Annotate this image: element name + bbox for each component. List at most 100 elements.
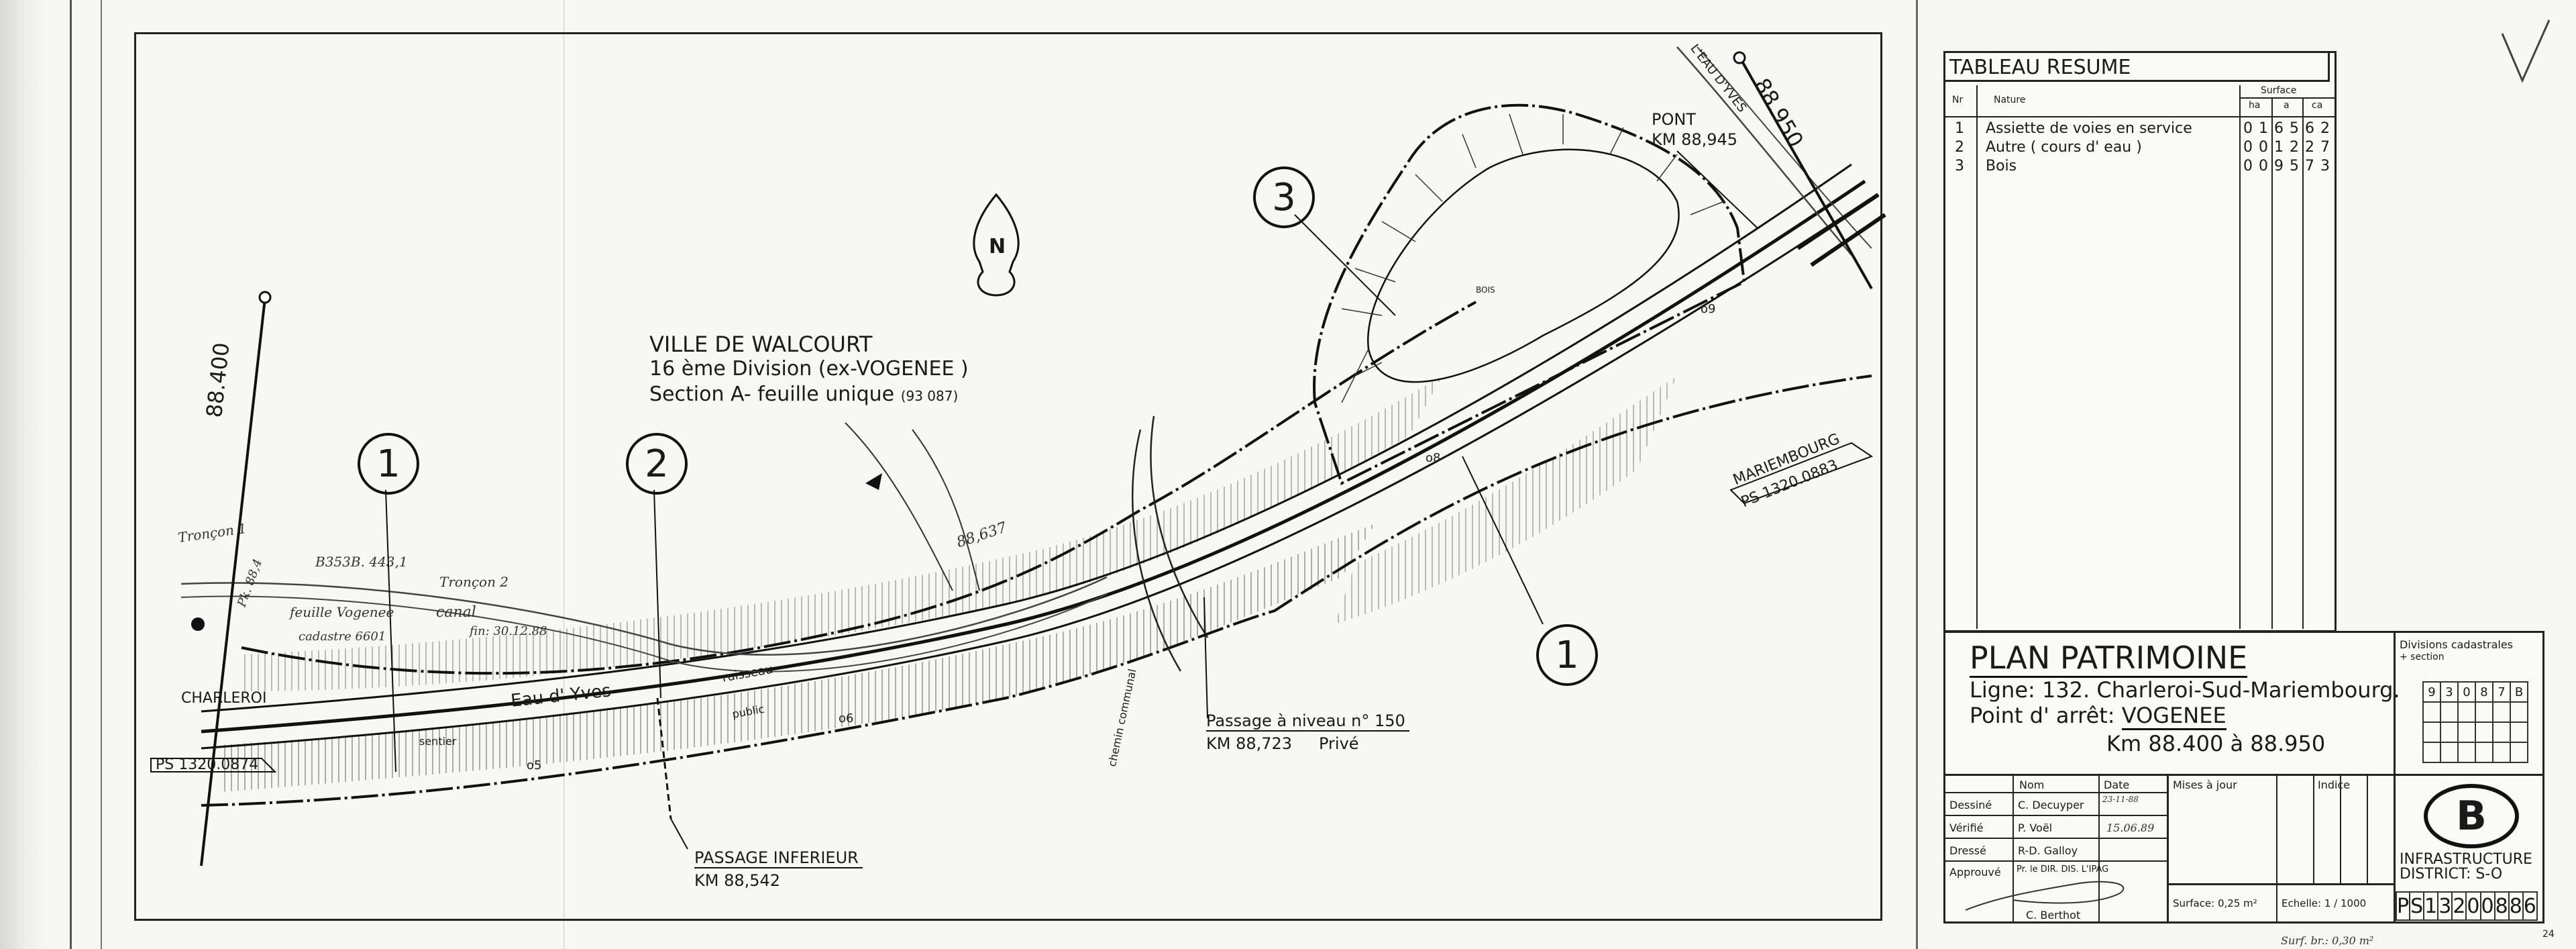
sig-col1 xyxy=(2012,776,2014,921)
cartouche-title-area: PLAN PATRIMOINE Ligne: 132. Charleroi-Su… xyxy=(1945,633,2400,776)
ps-right-arrow xyxy=(1729,442,1874,505)
ps-left-arrow xyxy=(150,758,277,772)
stream-eau-dyves-east-2 xyxy=(1697,46,1872,249)
digit: 0 xyxy=(2243,120,2259,137)
level-crossing-prive: Privé xyxy=(1319,734,1359,753)
town-name: VILLE DE WALCOURT xyxy=(649,332,873,357)
hw-canal: canal xyxy=(436,604,476,621)
leader-3 xyxy=(1294,214,1396,316)
hw-feuille: feuille Vogenee xyxy=(290,604,394,620)
upd-col1 xyxy=(2276,776,2277,883)
embankment-hatch-north xyxy=(241,376,1442,691)
plan-ligne: Ligne: 132. Charleroi-Sud-Mariembourg. xyxy=(1970,677,2400,703)
o6-label: o6 xyxy=(839,711,854,726)
infra-label: INFRASTRUCTURE xyxy=(2400,851,2532,868)
sig-role: Vérifié xyxy=(1949,821,1984,834)
divisions-label: Divisions cadastrales xyxy=(2400,638,2513,651)
tableau-row-2: 2 Autre ( cours d' eau ) 001227 xyxy=(1945,139,2334,158)
underpass-leader xyxy=(670,818,688,850)
row-nr: 2 xyxy=(1955,139,1964,156)
digit: 2 xyxy=(2320,120,2336,137)
bois-label: BOIS xyxy=(1476,285,1495,295)
infra-area: B INFRASTRUCTURE DISTRICT: S-O P S 1 3 2… xyxy=(2395,776,2542,921)
division-digit: B xyxy=(2510,681,2528,703)
row-nature: Autre ( cours d' eau ) xyxy=(1986,139,2142,156)
division-digit: 0 xyxy=(2457,681,2476,703)
nom-header: Nom xyxy=(2019,779,2045,791)
digit: 5 xyxy=(2290,158,2305,174)
col-ca: ca xyxy=(2312,100,2323,111)
parcel-marker-2: 2 xyxy=(626,433,688,495)
sheet-number: 24 xyxy=(2542,929,2555,940)
digit: 6 xyxy=(2305,120,2320,137)
surface-value: Surface: 0,25 m² xyxy=(2173,897,2257,909)
tableau-row-3: 3 Bois 009573 xyxy=(1945,158,2334,177)
woods-outer xyxy=(1313,103,1746,485)
division-digit: 3 xyxy=(2440,681,2459,703)
ps-digit: 8 xyxy=(2508,891,2524,921)
division-digit: 7 xyxy=(2492,681,2511,703)
row-nature: Assiette de voies en service xyxy=(1986,120,2192,137)
sentier-label: sentier xyxy=(419,735,457,748)
surface-sub-line xyxy=(2239,97,2334,99)
pont-leader xyxy=(1676,150,1758,229)
o5-label: o5 xyxy=(527,758,542,772)
hw-fin: fin: 30.12.88 xyxy=(470,624,547,638)
parcel-marker-1-right: 1 xyxy=(1536,624,1598,686)
woods-hatch xyxy=(1341,113,1725,403)
track-2 xyxy=(201,197,1872,750)
signature-scribble xyxy=(1965,881,2125,911)
row-digits: 016562 xyxy=(2243,120,2336,137)
signatures-area: Nom Date Dessiné C. Decuyper 23-11-88 Vé… xyxy=(1945,776,2169,921)
tableau-resume: TABLEAU RESUME Nr Nature Surface ha a ca… xyxy=(1943,51,2337,632)
sig-name: C. Berthot xyxy=(2026,909,2081,921)
digit: 5 xyxy=(2290,120,2305,137)
mises-header: Mises à jour xyxy=(2173,779,2237,791)
margin-line-2 xyxy=(101,0,102,949)
o8-label: o8 xyxy=(1426,451,1441,465)
updates-area: Mises à jour Indice Surface: 0,25 m² Ech… xyxy=(2169,776,2396,923)
col-a: a xyxy=(2284,100,2290,111)
level-crossing-km: KM 88,723 xyxy=(1206,734,1293,753)
cartouche: PLAN PATRIMOINE Ligne: 132. Charleroi-Su… xyxy=(1943,631,2544,923)
logo-letter: B xyxy=(2456,793,2487,840)
charleroi-label: CHARLEROI xyxy=(181,690,267,707)
sig-col2 xyxy=(2098,776,2100,921)
row-digits: 009573 xyxy=(2243,158,2336,174)
plan-sheet: VILLE DE WALCOURT 16 ème Division (ex-VO… xyxy=(0,0,1918,949)
sig-role: Dressé xyxy=(1949,844,1986,857)
underpass-line xyxy=(656,697,672,819)
level-crossing-leader xyxy=(1203,597,1208,719)
plan-title: PLAN PATRIMOINE xyxy=(1970,640,2248,678)
row-digits: 001227 xyxy=(2243,139,2336,156)
digit: 2 xyxy=(2290,139,2305,156)
plan-svg xyxy=(150,46,1886,866)
digit: 3 xyxy=(2320,158,2336,174)
o9-label: o9 xyxy=(1701,302,1716,316)
sig-date: 15.06.89 xyxy=(2106,821,2155,834)
tableau-title-box: TABLEAU RESUME xyxy=(1943,51,2330,82)
upd-bottom: Surface: 0,25 m² Echelle: 1 / 1000 xyxy=(2169,883,2394,923)
plan-point: Point d' arrêt: VOGENEE xyxy=(1970,703,2226,730)
hw-cadastre: cadastre 6601 xyxy=(299,630,386,644)
underpass-km: KM 88,542 xyxy=(694,871,781,890)
marker-arrow-road xyxy=(865,473,882,490)
sig-name: C. Decuyper xyxy=(2018,799,2084,811)
ps-digit: 3 xyxy=(2437,891,2453,921)
road-north-2 xyxy=(912,429,980,591)
sig-name: P. Voël xyxy=(2018,821,2053,834)
digit: 0 xyxy=(2243,139,2259,156)
tableau-header xyxy=(1945,85,2334,117)
division-digit: 9 xyxy=(2422,681,2441,703)
divisions-box: Divisions cadastrales + section 9 3 0 8 … xyxy=(2396,633,2542,776)
drawing-frame xyxy=(134,32,1882,921)
col-surface: Surface xyxy=(2261,85,2297,96)
underpass-label: PASSAGE INFERIEUR xyxy=(694,848,863,868)
property-boundary xyxy=(201,374,1872,807)
col-divider-nr xyxy=(1976,85,1978,629)
parcel-marker-3: 3 xyxy=(1253,166,1315,228)
section-name: Section A- feuille unique (93 087) xyxy=(649,383,958,406)
chemin-communal xyxy=(1150,415,1209,638)
sig-row-1: Dessiné C. Decuyper 23-11-88 xyxy=(1945,792,2167,816)
ps-digit: 6 xyxy=(2522,891,2538,921)
